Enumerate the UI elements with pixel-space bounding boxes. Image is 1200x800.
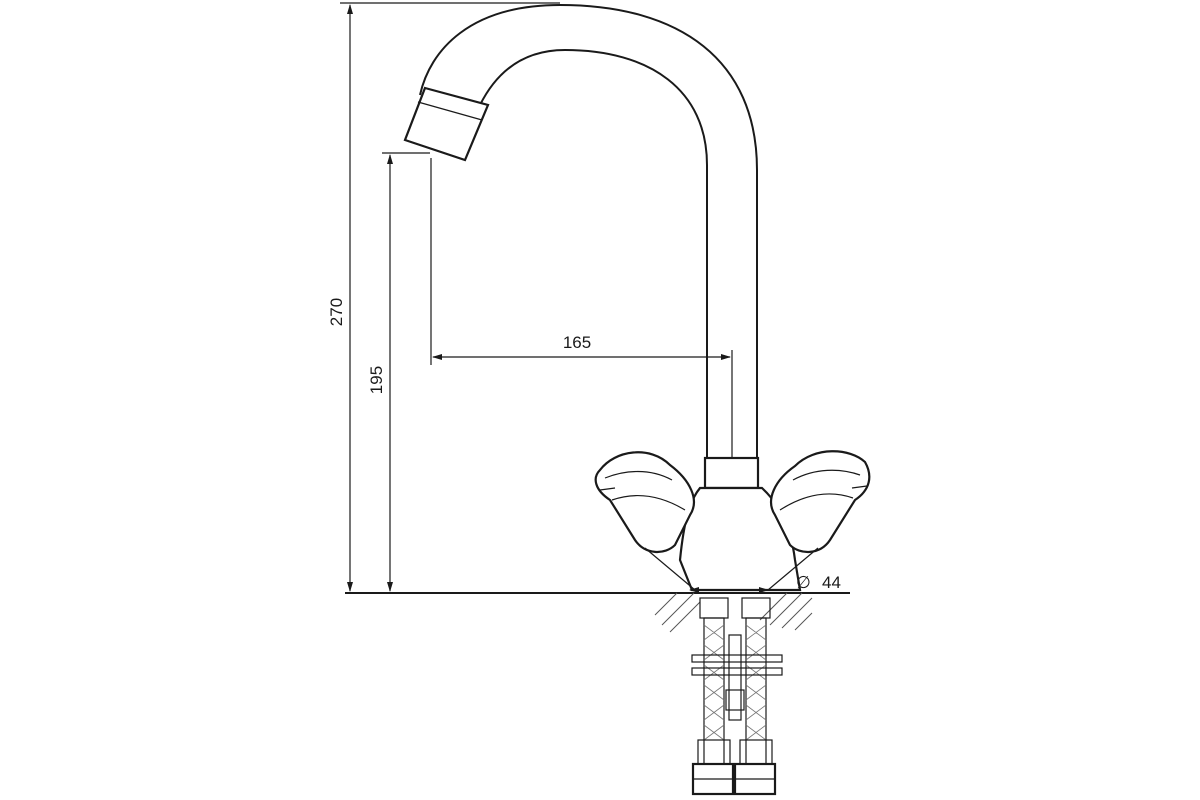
- aerator: [403, 86, 490, 162]
- left-handle: [594, 451, 696, 591]
- spout-collar: [703, 456, 760, 490]
- right-handle: [767, 450, 871, 591]
- diameter-symbol: ∅: [796, 573, 811, 592]
- spout: [403, 3, 758, 458]
- dimension-spout-height: 195: [367, 152, 430, 592]
- dimension-base-diameter: ∅ 44: [689, 573, 841, 593]
- dimension-total-height: 270: [327, 2, 560, 592]
- dimension-spout-reach: 165: [430, 158, 733, 458]
- supply-hoses: [691, 597, 783, 796]
- countertop-hatch: [654, 592, 813, 633]
- dim-total-height-label: 270: [327, 298, 346, 326]
- dim-spout-reach-label: 165: [563, 333, 591, 352]
- dim-base-diameter-label: 44: [822, 573, 841, 592]
- dim-spout-height-label: 195: [367, 366, 386, 394]
